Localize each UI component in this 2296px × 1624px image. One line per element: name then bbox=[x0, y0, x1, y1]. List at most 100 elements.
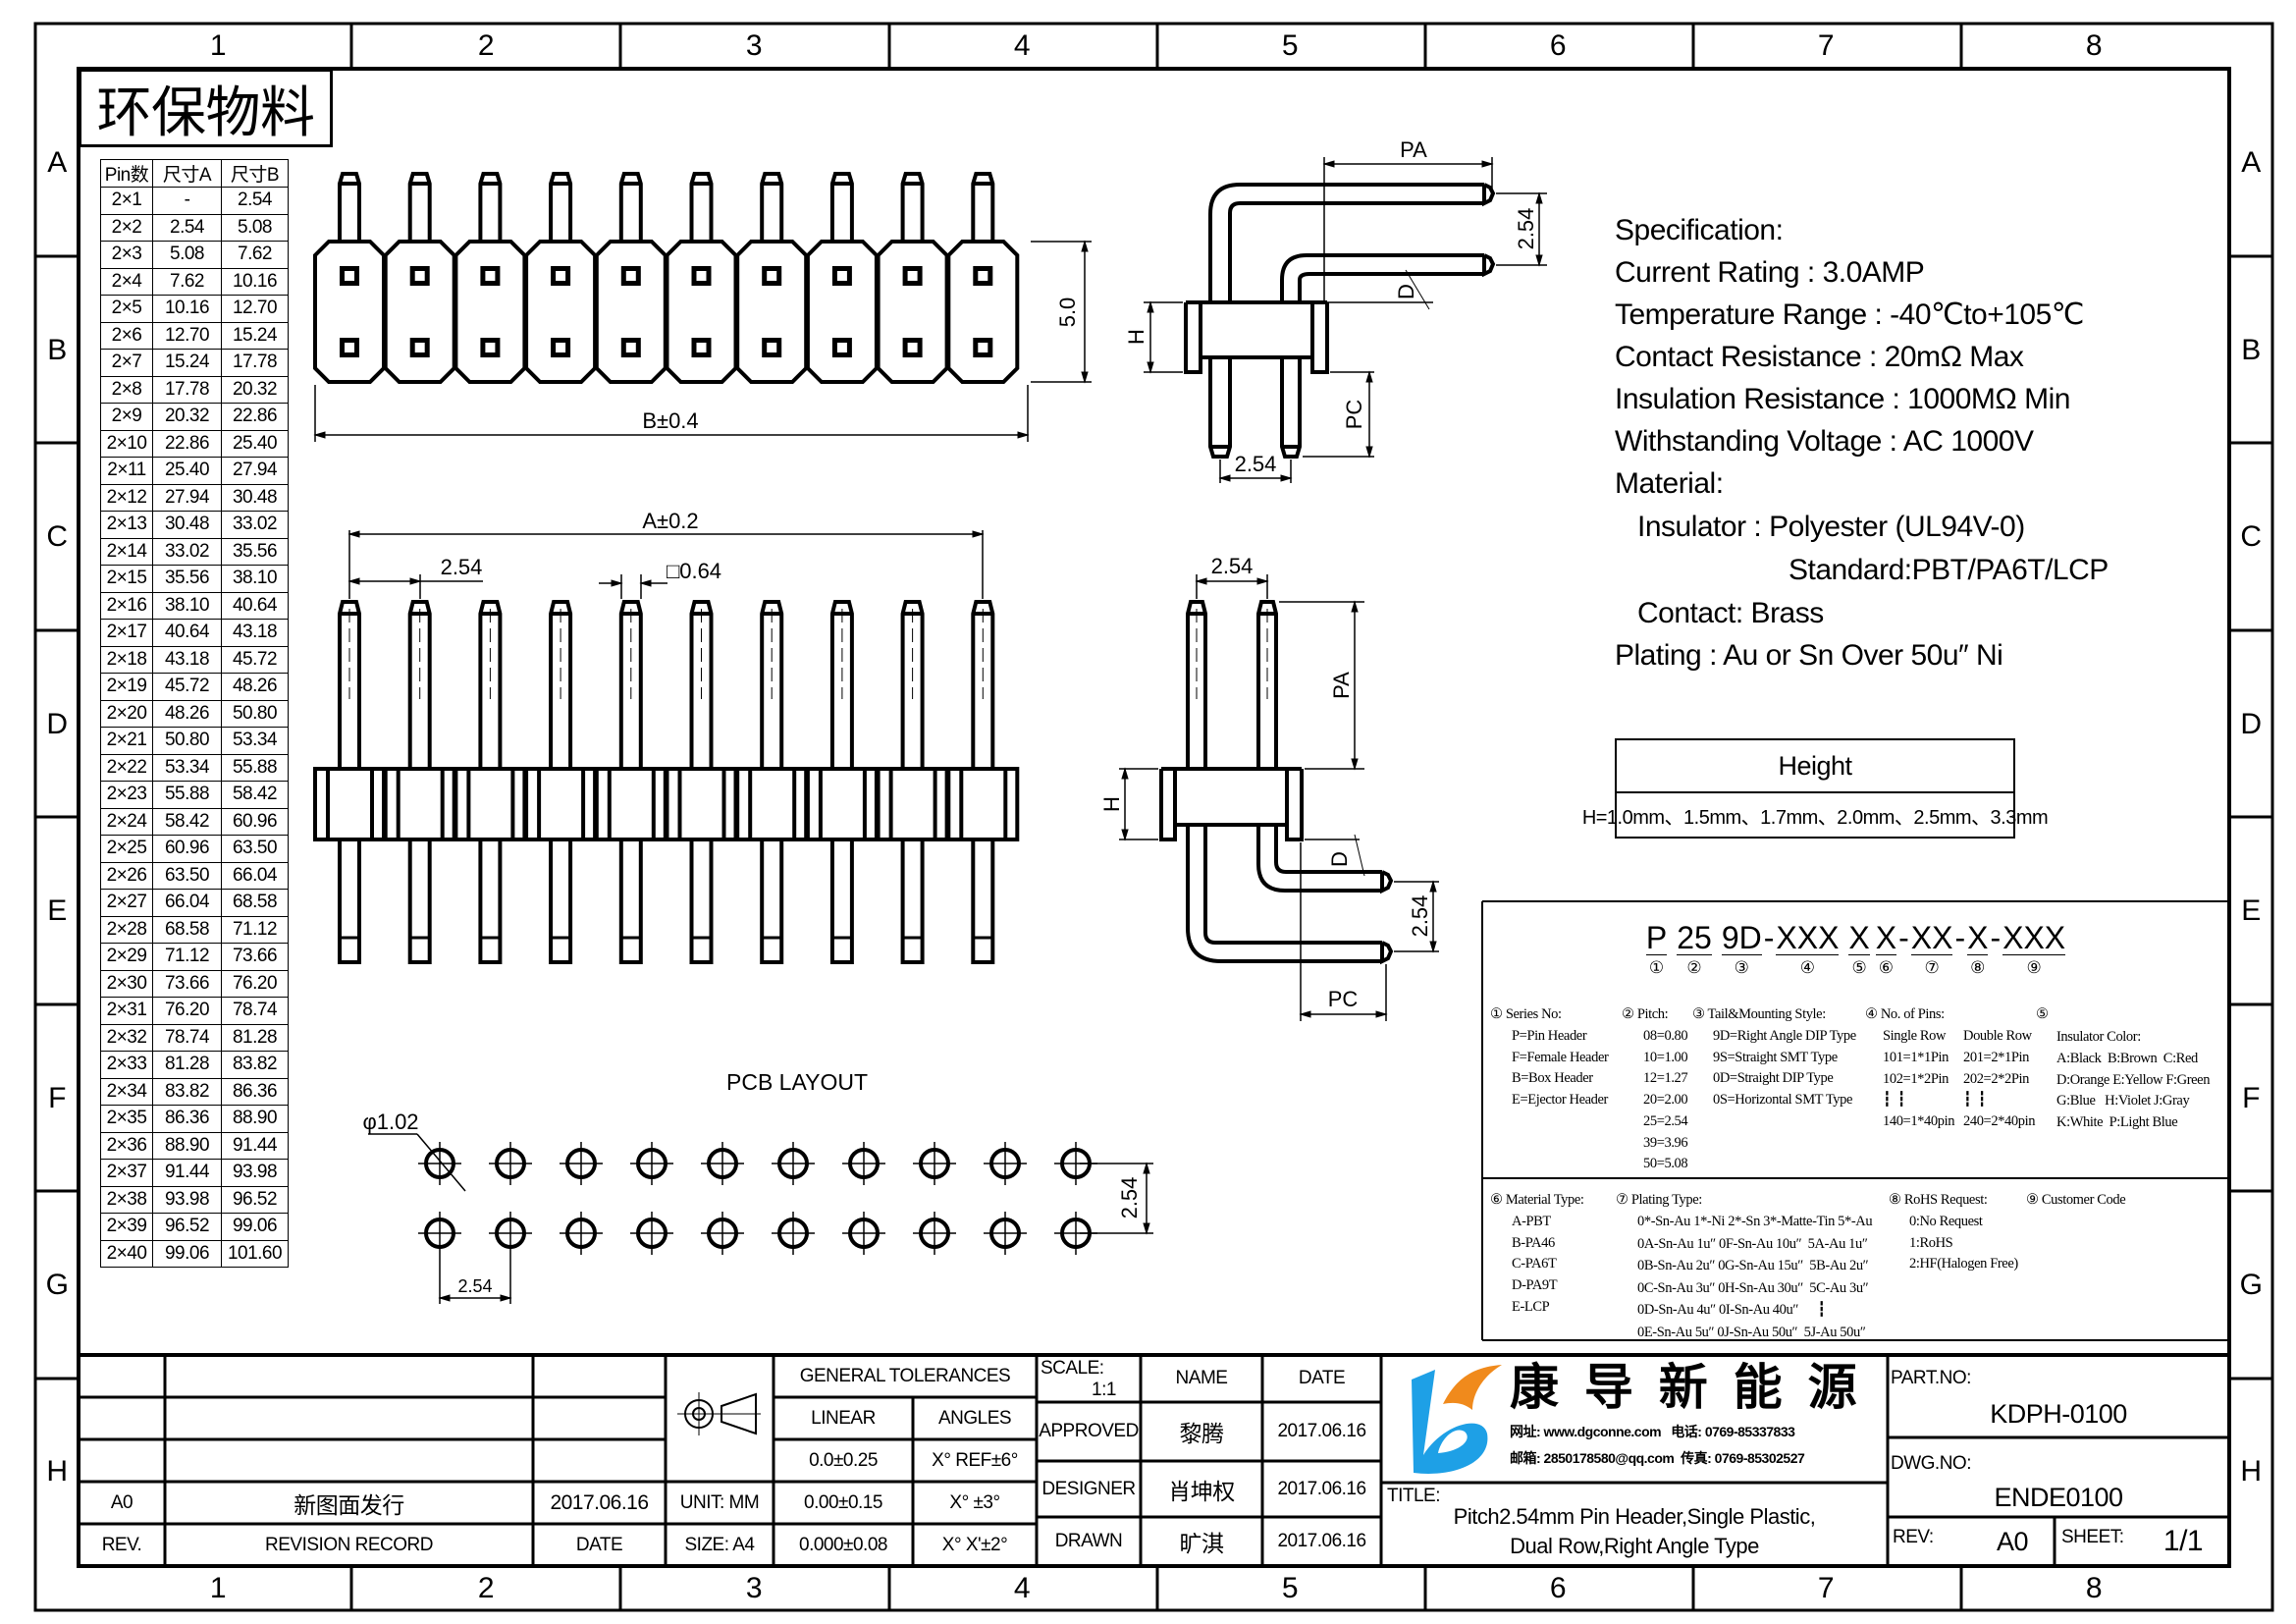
pin-lower bbox=[338, 838, 361, 964]
legend-plating-title: ⑦ Plating Type: bbox=[1616, 1192, 1702, 1208]
part-code-marker: ⑧ bbox=[1970, 958, 1986, 977]
zone-label: F bbox=[2242, 1082, 2260, 1114]
dim-front-pin-size: □0.64 bbox=[667, 559, 721, 583]
pin-hole bbox=[978, 343, 988, 352]
dimension-arrow bbox=[1535, 191, 1543, 204]
revision-rev: A0 bbox=[110, 1491, 133, 1513]
leader-line bbox=[416, 1133, 466, 1192]
dim-front-length: A±0.2 bbox=[642, 509, 698, 533]
dimension-arrow bbox=[1280, 474, 1293, 482]
table-cell: 40.64 bbox=[152, 619, 222, 647]
dim-pcb-pitch-v: 2.54 bbox=[1117, 1177, 1142, 1219]
top-view-pin-cell bbox=[665, 172, 738, 384]
insulator-cell bbox=[313, 240, 386, 384]
part-code-underline bbox=[1721, 954, 1762, 955]
table-cell: 71.12 bbox=[221, 915, 289, 944]
part-code-marker: ③ bbox=[1734, 958, 1749, 977]
dimension-arrow bbox=[639, 579, 652, 587]
dim-pcb-hole: φ1.02 bbox=[362, 1110, 418, 1134]
legend-pitch-title: ② Pitch: bbox=[1622, 1006, 1669, 1022]
pin-hole bbox=[907, 271, 918, 281]
part-code-underline bbox=[1645, 954, 1668, 955]
linear-tol-2: 0.00±0.15 bbox=[804, 1491, 882, 1513]
dim-top-width: B±0.4 bbox=[642, 408, 698, 433]
pin-hole bbox=[556, 271, 566, 281]
zone-label: 1 bbox=[209, 29, 227, 62]
zone-label: H bbox=[2240, 1455, 2262, 1488]
zone-label: B bbox=[47, 334, 67, 366]
table-cell: 99.06 bbox=[152, 1239, 222, 1268]
table-cell: 33.02 bbox=[152, 537, 222, 566]
zone-label: 2 bbox=[477, 29, 495, 62]
table-cell: 83.82 bbox=[221, 1051, 289, 1079]
dim-side2-pitch-v: 2.54 bbox=[1408, 895, 1432, 938]
table-cell: 5.08 bbox=[152, 241, 222, 269]
table-cell: 88.90 bbox=[221, 1105, 289, 1133]
approved-date: 2017.06.16 bbox=[1277, 1421, 1366, 1441]
dimension-labels: 5.0 B±0.4 A±0.2 2.54 □0.64 PA 2.54 D H P… bbox=[362, 137, 1538, 1296]
top-view-pin-cell bbox=[805, 172, 879, 384]
angle-tol-2: X° ±3° bbox=[949, 1491, 1000, 1513]
pin-lower bbox=[689, 838, 714, 964]
dimension-arrow bbox=[972, 530, 985, 538]
dimension-arrow bbox=[1481, 160, 1494, 168]
dimension-arrow bbox=[1256, 577, 1269, 585]
spec-current: Current Rating : 3.0AMP bbox=[1615, 256, 1925, 289]
pin-upper bbox=[760, 600, 784, 769]
dimension-arrow bbox=[500, 1294, 512, 1302]
pin bbox=[829, 172, 854, 242]
insulator-cell bbox=[454, 240, 527, 384]
top-view-pin-cell bbox=[383, 172, 456, 384]
designer-name: 肖坤权 bbox=[1168, 1478, 1235, 1504]
legend-series-title: ① Series No: bbox=[1490, 1006, 1562, 1022]
legend-color-item: K:White P:Light Blue bbox=[2056, 1114, 2178, 1131]
legend-plating-item: 0A-Sn-Au 1u″ 0F-Sn-Au 10u″ 5A-Au 1u″ bbox=[1637, 1235, 1868, 1252]
front-view-pin bbox=[946, 600, 1020, 964]
zone-label: C bbox=[46, 520, 68, 553]
table-cell: 63.50 bbox=[221, 835, 289, 863]
front-view-pin bbox=[313, 600, 386, 964]
zone-label: A bbox=[47, 146, 67, 179]
part-code-underline bbox=[1875, 954, 1897, 955]
linear-tol-3: 0.000±0.08 bbox=[799, 1534, 887, 1555]
table-cell: 91.44 bbox=[152, 1159, 222, 1187]
table-cell: 2×3 bbox=[100, 241, 153, 269]
legend-color-title: ⑤ bbox=[2036, 1006, 2049, 1022]
pin-lower bbox=[618, 838, 643, 964]
part-code-underline bbox=[1677, 954, 1712, 955]
part-code-underline bbox=[2002, 954, 2066, 955]
sheet-value: 1/1 bbox=[2163, 1525, 2204, 1557]
bent-pin-short bbox=[1256, 825, 1394, 894]
table-cell: 2×26 bbox=[100, 861, 153, 890]
table-cell: 2×6 bbox=[100, 321, 153, 350]
pin-lower bbox=[407, 838, 432, 964]
part-code-underline bbox=[1848, 954, 1870, 955]
legend-material-item: A-PBT bbox=[1512, 1214, 1551, 1229]
pin-lower bbox=[478, 838, 503, 964]
legend-series-item: F=Female Header bbox=[1512, 1049, 1609, 1065]
dimension-arrow bbox=[313, 431, 326, 439]
zone-label: 8 bbox=[2085, 29, 2103, 62]
zone-label: G bbox=[45, 1269, 69, 1301]
table-cell: 50.80 bbox=[221, 699, 289, 728]
table-cell: 2×22 bbox=[100, 753, 153, 782]
approved-name: 黎腾 bbox=[1179, 1421, 1225, 1446]
dimension-arrow bbox=[1299, 1010, 1311, 1018]
table-cell: 60.96 bbox=[152, 835, 222, 863]
angle-tol-1: X° REF±6° bbox=[932, 1449, 1018, 1471]
zone-label: 5 bbox=[1281, 29, 1299, 62]
legend-material-title: ⑥ Material Type: bbox=[1490, 1192, 1584, 1208]
dimension-arrow bbox=[347, 530, 360, 538]
pin-upper bbox=[407, 600, 432, 769]
